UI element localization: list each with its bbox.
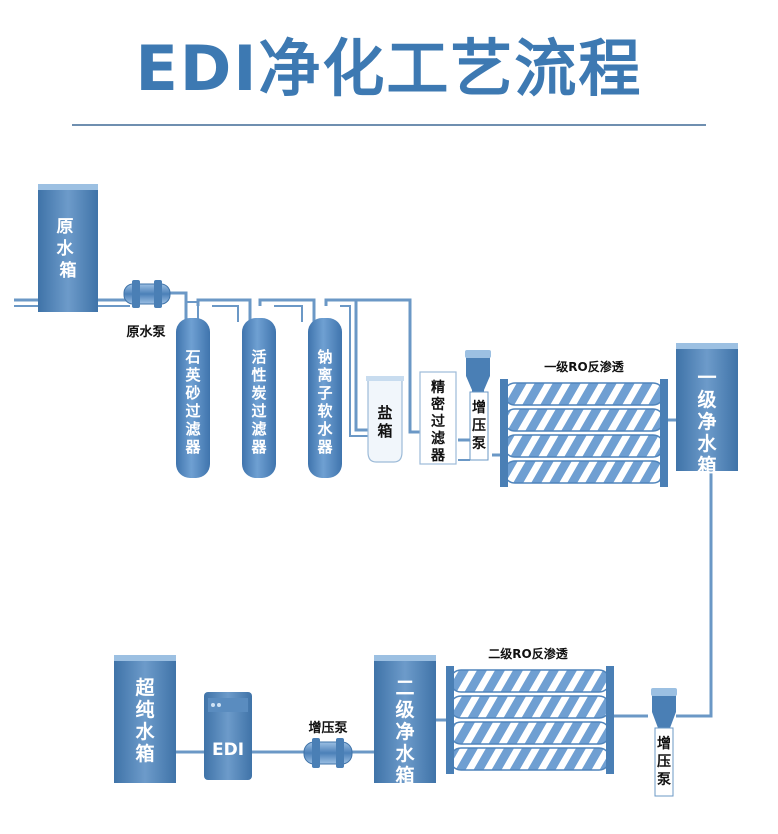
ro-stage-1: 一级RO反渗透	[500, 359, 668, 487]
salt-tank-label: 盐箱	[377, 404, 392, 440]
clean-tank2-label: 二级净水箱	[395, 677, 415, 787]
carbon-filter-label: 活性炭过滤器	[250, 348, 267, 456]
page-title: EDI净化工艺流程	[135, 32, 643, 105]
ro1-membrane-2	[503, 408, 665, 432]
clean-tank1-label: 一级净水箱	[697, 367, 717, 477]
ro2-membrane-2	[449, 695, 611, 719]
ultrapure-water-tank: 超纯水箱	[114, 655, 176, 783]
ro2-outlet-header	[606, 666, 614, 774]
raw-tank-char-3: 箱	[60, 260, 77, 281]
booster-pump-1: 增压泵	[465, 350, 491, 461]
precision-filter-label: 精密过滤器	[430, 379, 446, 464]
clean-water-tank-2: 二级净水箱	[374, 655, 436, 787]
edi-unit: EDI	[204, 692, 252, 780]
quartz-sand-filter: 石英砂过滤器	[176, 318, 210, 478]
raw-pump-label: 原水泵	[126, 324, 165, 340]
raw-water-tank: 原 水 箱	[38, 184, 98, 312]
ro-stage-2: 二级RO反渗透	[446, 646, 614, 774]
ro2-membrane-3	[449, 721, 611, 745]
quartz-filter-label: 石英砂过滤器	[184, 348, 201, 456]
ro1-membrane-1	[503, 382, 665, 406]
precision-filter: 精密过滤器	[419, 371, 457, 465]
ultrapure-tank-label: 超纯水箱	[134, 676, 155, 765]
raw-water-tank-label: 原 水 箱	[57, 217, 80, 281]
ro1-outlet-header	[660, 379, 668, 487]
booster3-label: 增压泵	[308, 720, 347, 736]
booster2-label: 增压泵	[657, 735, 671, 788]
ro2-inlet-header	[446, 666, 454, 774]
ro2-membrane-1	[449, 669, 611, 693]
sodium-softener: 钠离子软水器	[308, 318, 342, 478]
raw-water-pump: 原水泵	[123, 280, 171, 340]
ro1-inlet-header	[500, 379, 508, 487]
ro1-membrane-3	[503, 434, 665, 458]
pipes	[14, 291, 713, 754]
raw-tank-char-1: 原	[57, 217, 74, 237]
booster-pump-3: 增压泵	[303, 720, 353, 768]
ro2-membranes	[446, 666, 614, 774]
ro2-membrane-4	[449, 747, 611, 771]
edi-label: EDI	[212, 740, 244, 760]
ro1-membrane-4	[503, 460, 665, 484]
raw-tank-char-2: 水	[57, 238, 75, 259]
activated-carbon-filter: 活性炭过滤器	[242, 318, 276, 478]
clean-water-tank-1: 一级净水箱	[676, 343, 738, 477]
booster-pump-2: 增压泵	[651, 688, 677, 797]
ro1-membranes	[500, 379, 668, 487]
title-divider	[72, 124, 706, 126]
softener-label: 钠离子软水器	[316, 348, 333, 456]
ro2-label: 二级RO反渗透	[488, 646, 568, 661]
ro1-label: 一级RO反渗透	[544, 359, 624, 374]
booster1-label: 增压泵	[472, 399, 486, 452]
salt-tank: 盐箱	[366, 376, 404, 463]
